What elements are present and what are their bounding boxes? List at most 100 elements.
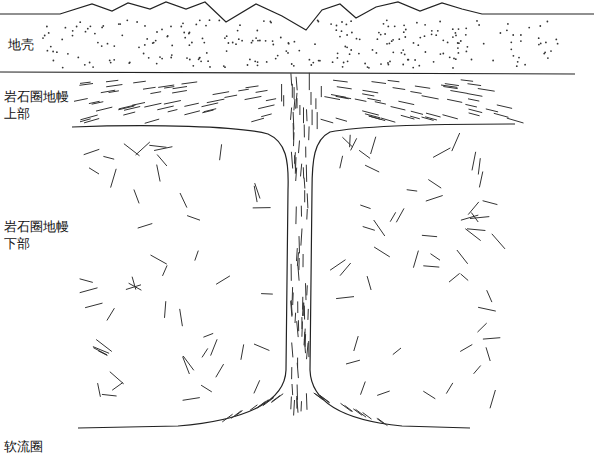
crust-dot: [337, 57, 339, 59]
fabric-dash: [317, 112, 318, 129]
fabric-dash: [306, 209, 308, 220]
fabric-dash: [297, 385, 298, 400]
fabric-dash: [362, 94, 374, 96]
fabric-dash: [84, 149, 100, 154]
crust-dot: [161, 29, 163, 31]
fabric-dash: [98, 383, 101, 397]
crust-dot: [153, 42, 155, 44]
crust-dot: [235, 43, 237, 45]
crust-dot: [226, 35, 228, 37]
fabric-dash: [494, 113, 509, 117]
fabric-dash: [337, 87, 352, 89]
fabric-dash: [423, 266, 439, 267]
fabric-dash: [431, 254, 441, 261]
crust-dot: [146, 38, 148, 40]
fabric-dash: [304, 190, 305, 202]
crust-dot: [270, 21, 272, 23]
crust-dot: [294, 41, 296, 43]
fabric-dash: [461, 80, 473, 82]
crust-dot: [144, 44, 146, 46]
crust-dot: [109, 60, 111, 62]
crust-dot: [87, 28, 89, 30]
crust-dot: [257, 64, 259, 66]
crust-dot: [50, 46, 52, 48]
fabric-dash: [79, 84, 93, 86]
crust-dot: [347, 60, 349, 62]
fabric-dash: [133, 81, 146, 83]
fabric-dash: [367, 276, 371, 290]
fabric-dash: [297, 252, 298, 266]
crust-dot: [431, 33, 433, 35]
fabric-dash: [211, 339, 218, 355]
crust-dot: [367, 66, 369, 68]
crust-dot: [143, 53, 145, 55]
crust-dot: [232, 42, 234, 44]
fabric-dash: [465, 104, 477, 107]
fabric-dash: [258, 401, 266, 407]
crust-dot: [156, 63, 158, 65]
fabric-dash: [340, 263, 351, 276]
fabric-dash: [422, 235, 437, 236]
crust-dot: [350, 49, 352, 51]
fabric-dash: [183, 356, 194, 370]
crust-dot: [389, 61, 391, 63]
fabric-dash: [89, 101, 100, 103]
fabric-dash: [307, 193, 309, 208]
surface-line: [0, 2, 594, 30]
fabric-dash: [129, 283, 142, 290]
crust-dot: [476, 20, 478, 22]
fabric-dash: [203, 333, 213, 337]
crust-dot: [275, 58, 277, 60]
crust-dot: [339, 36, 341, 38]
crust-dot: [401, 52, 403, 54]
crust-dot: [277, 55, 279, 57]
crust-dot: [517, 61, 519, 63]
fabric-dash: [106, 80, 118, 82]
crust-dot: [126, 19, 128, 21]
fabric-dash: [106, 85, 122, 87]
crust-dot: [42, 37, 44, 39]
fabric-dash: [478, 89, 495, 92]
crust-dot: [377, 38, 379, 40]
crust-dot: [291, 63, 293, 65]
fabric-dash: [216, 364, 224, 377]
crust-dot: [205, 25, 207, 27]
crust-dot: [341, 30, 343, 32]
crust-dot: [405, 29, 407, 31]
crust-dot: [557, 43, 559, 45]
crust-dot: [180, 26, 182, 28]
fabric-dash: [497, 105, 512, 109]
fabric-dash: [333, 80, 348, 82]
fabric-dash: [136, 142, 150, 155]
fabric-dash: [143, 87, 156, 89]
fabric-dash: [107, 308, 115, 320]
crust-dot: [335, 29, 337, 31]
fabric-dash: [96, 340, 112, 352]
crust-dot: [520, 40, 522, 42]
crust-dot: [358, 53, 360, 55]
crust-dot: [343, 62, 345, 64]
fabric-dash: [341, 403, 352, 411]
crust-dot: [544, 52, 546, 54]
crust-dot: [53, 60, 55, 62]
crust-dot: [407, 59, 409, 61]
crust-dot: [228, 42, 230, 44]
crust-dot: [440, 53, 442, 55]
fabric-dash: [346, 360, 360, 364]
fabric-dash: [391, 107, 406, 111]
crust-dot: [417, 44, 419, 46]
crust-dot: [247, 64, 249, 66]
crust-dot: [319, 60, 321, 62]
crust-dot: [136, 21, 138, 23]
crust-dot: [412, 67, 414, 69]
fabric-dash: [363, 227, 375, 231]
crust-dot: [47, 50, 49, 52]
crust-dot: [364, 63, 366, 65]
fabric-dash: [165, 301, 166, 318]
fabric-dash: [298, 320, 299, 331]
crust-dot: [76, 26, 78, 28]
crust-dot: [478, 24, 480, 26]
crust-dot: [510, 41, 512, 43]
crust-dot: [56, 51, 58, 53]
fabric-dash: [371, 137, 376, 154]
